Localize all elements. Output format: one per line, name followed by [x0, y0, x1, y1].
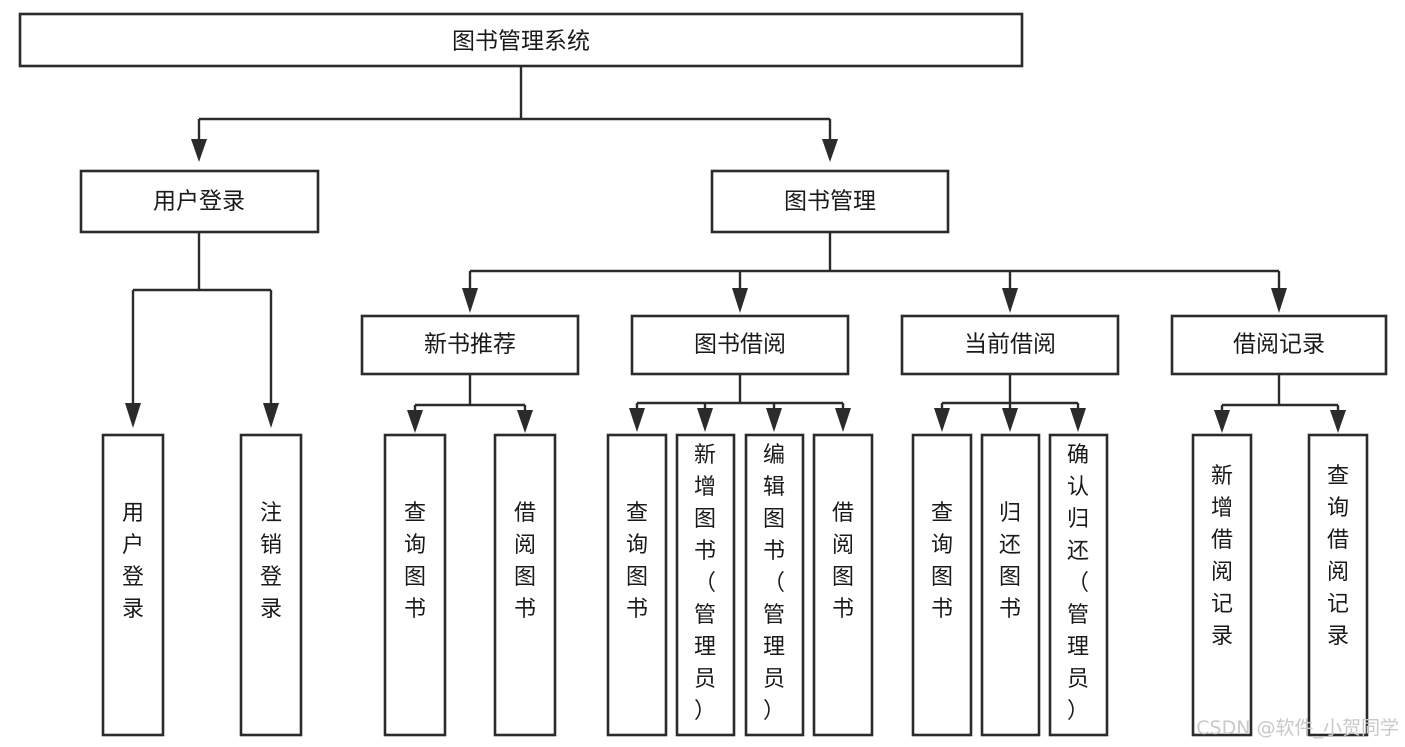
leaf-edit-book-box[interactable] [744, 433, 805, 737]
leaf-borrow-book-2-label: 借阅图书 [832, 501, 854, 622]
connector-group-book-borrow-children [629, 374, 851, 432]
leaf-confirm-return[interactable]: 确认归还（管理员） [1048, 433, 1109, 737]
arrow-user-login [191, 139, 207, 162]
node-user-login-box[interactable] [79, 169, 320, 234]
leaf-borrow-book-1[interactable]: 借阅图书 [493, 433, 557, 737]
leaf-add-record[interactable]: 新增借阅记录 [1191, 433, 1253, 737]
leaf-query-book-3-box[interactable] [911, 433, 973, 737]
node-root-box[interactable] [18, 12, 1024, 68]
leaf-user-login[interactable]: 用户登录 [101, 433, 165, 737]
leaf-user-logout[interactable]: 注销登录 [239, 433, 303, 737]
leaf-query-record[interactable]: 查询借阅记录 [1307, 433, 1369, 737]
leaf-query-book-1[interactable]: 查询图书 [383, 433, 447, 737]
arrow-leaf-borrow-book-2 [835, 408, 851, 432]
node-book-borrow-box[interactable] [630, 314, 850, 376]
connector-group-new-book-rec-children [407, 374, 533, 433]
leaf-query-book-1-box[interactable] [383, 433, 447, 737]
leaf-return-book[interactable]: 归还图书 [980, 433, 1041, 737]
leaf-borrow-book-1-box[interactable] [493, 433, 557, 737]
leaf-add-book[interactable]: 新增图书（管理员） [675, 433, 736, 737]
leaf-query-book-2[interactable]: 查询图书 [606, 433, 668, 737]
leaf-add-record-box[interactable] [1191, 433, 1253, 737]
arrow-current-borrow [1002, 288, 1018, 313]
leaf-query-book-2-box[interactable] [606, 433, 668, 737]
leaf-add-book-label: 新增图书（管理员） [694, 443, 716, 724]
connector-group-book-manage-children [462, 232, 1287, 313]
leaf-borrow-book-1-label: 借阅图书 [514, 501, 536, 622]
arrow-leaf-query-book-2 [629, 408, 645, 432]
arrow-leaf-query-book-3 [934, 408, 950, 432]
node-borrow-record-box[interactable] [1170, 314, 1388, 376]
leaf-user-login-box[interactable] [101, 433, 165, 737]
node-book-borrow[interactable]: 图书借阅 [630, 314, 850, 376]
node-current-borrow-label: 当前借阅 [964, 332, 1056, 358]
leaf-confirm-return-label: 确认归还（管理员） [1067, 443, 1089, 724]
node-borrow-record-label: 借阅记录 [1233, 332, 1325, 358]
node-borrow-record[interactable]: 借阅记录 [1170, 314, 1388, 376]
arrow-leaf-add-record [1214, 410, 1230, 433]
arrow-leaf-edit-book [766, 408, 782, 432]
arrow-leaf-query-book-1 [407, 410, 423, 433]
leaf-add-record-label: 新增借阅记录 [1211, 464, 1233, 649]
csdn-watermark: CSDN @软件_小贺同学 [1196, 717, 1399, 739]
arrow-leaf-return-book [1002, 408, 1018, 432]
arrow-leaf-user-logout [263, 403, 279, 428]
arrow-leaf-user-login [125, 403, 141, 428]
leaf-user-login-label: 用户登录 [122, 501, 144, 622]
node-new-book-rec-label: 新书推荐 [424, 332, 516, 358]
arrow-leaf-query-record [1330, 410, 1346, 433]
node-current-borrow-box[interactable] [900, 314, 1120, 376]
leaf-add-book-box[interactable] [675, 433, 736, 737]
arrow-leaf-borrow-book-1 [517, 410, 533, 433]
leaf-return-book-label: 归还图书 [999, 501, 1021, 622]
arrow-book-manage [822, 139, 838, 162]
leaf-query-book-3-label: 查询图书 [931, 501, 953, 622]
node-user-login-label: 用户登录 [153, 189, 245, 215]
node-book-manage-label: 图书管理 [784, 189, 876, 215]
connector-group-current-borrow-children [934, 374, 1086, 432]
leaf-query-book-3[interactable]: 查询图书 [911, 433, 973, 737]
connector-group-user-login-children [125, 232, 279, 428]
node-book-manage[interactable]: 图书管理 [710, 169, 950, 234]
leaf-user-logout-label: 注销登录 [260, 501, 282, 622]
node-root-label: 图书管理系统 [452, 29, 590, 55]
connector-group-root-to-level2 [191, 66, 838, 162]
leaf-confirm-return-box[interactable] [1048, 433, 1109, 737]
leaf-edit-book-label: 编辑图书（管理员） [763, 443, 785, 724]
node-book-manage-box[interactable] [710, 169, 950, 234]
arrow-leaf-add-book [697, 408, 713, 432]
leaf-query-book-2-label: 查询图书 [626, 501, 648, 622]
node-new-book-rec[interactable]: 新书推荐 [360, 314, 580, 376]
arrow-leaf-confirm-return [1070, 408, 1086, 432]
arrow-book-borrow [732, 288, 748, 313]
node-new-book-rec-box[interactable] [360, 314, 580, 376]
connector-group-borrow-record-children [1214, 374, 1346, 433]
node-book-borrow-label: 图书借阅 [694, 332, 786, 358]
node-root[interactable]: 图书管理系统 [18, 12, 1024, 68]
leaf-return-book-box[interactable] [980, 433, 1041, 737]
arrow-borrow-record [1271, 288, 1287, 313]
node-user-login[interactable]: 用户登录 [79, 169, 320, 234]
node-current-borrow[interactable]: 当前借阅 [900, 314, 1120, 376]
leaf-edit-book[interactable]: 编辑图书（管理员） [744, 433, 805, 737]
leaf-borrow-book-2-box[interactable] [812, 433, 874, 737]
leaf-user-logout-box[interactable] [239, 433, 303, 737]
arrow-new-book-rec [462, 288, 478, 313]
leaf-query-book-1-label: 查询图书 [404, 501, 426, 622]
leaf-borrow-book-2[interactable]: 借阅图书 [812, 433, 874, 737]
leaf-query-record-box[interactable] [1307, 433, 1369, 737]
leaf-query-record-label: 查询借阅记录 [1327, 464, 1349, 649]
